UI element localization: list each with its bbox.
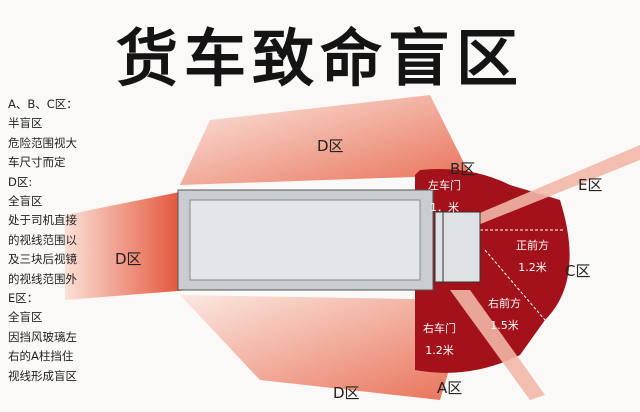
legend-line: 危险范围视大	[8, 135, 77, 150]
legend-line: E区：	[8, 291, 39, 306]
zone-label-d-top: D区	[317, 137, 344, 155]
legend-line: 的视线范围以	[8, 232, 77, 247]
legend-line: 全盲区	[8, 194, 43, 209]
zone-label-d-bottom: D区	[333, 384, 360, 402]
legend-line: 视线形成盲区	[8, 368, 77, 383]
zone-d-bottom	[180, 295, 470, 400]
legend-line: 全盲区	[8, 310, 43, 325]
legend-text: A、B、C区： 半盲区 危险范围视大 车尺寸而定 D区: 全盲区 处于司机直接 …	[8, 95, 78, 386]
zone-e-upper	[475, 145, 640, 225]
zone-e-lower	[450, 290, 545, 400]
truck-cab	[434, 211, 481, 283]
legend-line: 车尺寸而定	[8, 155, 66, 170]
legend-line: 的视线范围外	[8, 271, 77, 286]
legend-line: D区:	[8, 174, 33, 189]
zone-label-e: E区	[578, 176, 603, 194]
zone-label-c: C区	[565, 262, 591, 280]
legend-line: 半盲区	[8, 116, 43, 131]
legend-line: 因挡风玻璃左	[8, 329, 77, 344]
zone-d-top	[180, 95, 470, 185]
zone-label-d-left: D区	[115, 250, 142, 268]
legend-line: A、B、C区：	[8, 97, 78, 111]
zone-d-left	[65, 190, 190, 300]
legend-line: 右的A柱挡住	[8, 349, 74, 364]
zone-label-a: A区	[437, 379, 463, 397]
zone-label-b: B区	[450, 160, 476, 178]
legend-line: 及三块后视镜	[8, 252, 77, 267]
page-title: 货车致命盲区	[115, 22, 524, 95]
legend-line: 处于司机直接	[8, 213, 77, 228]
